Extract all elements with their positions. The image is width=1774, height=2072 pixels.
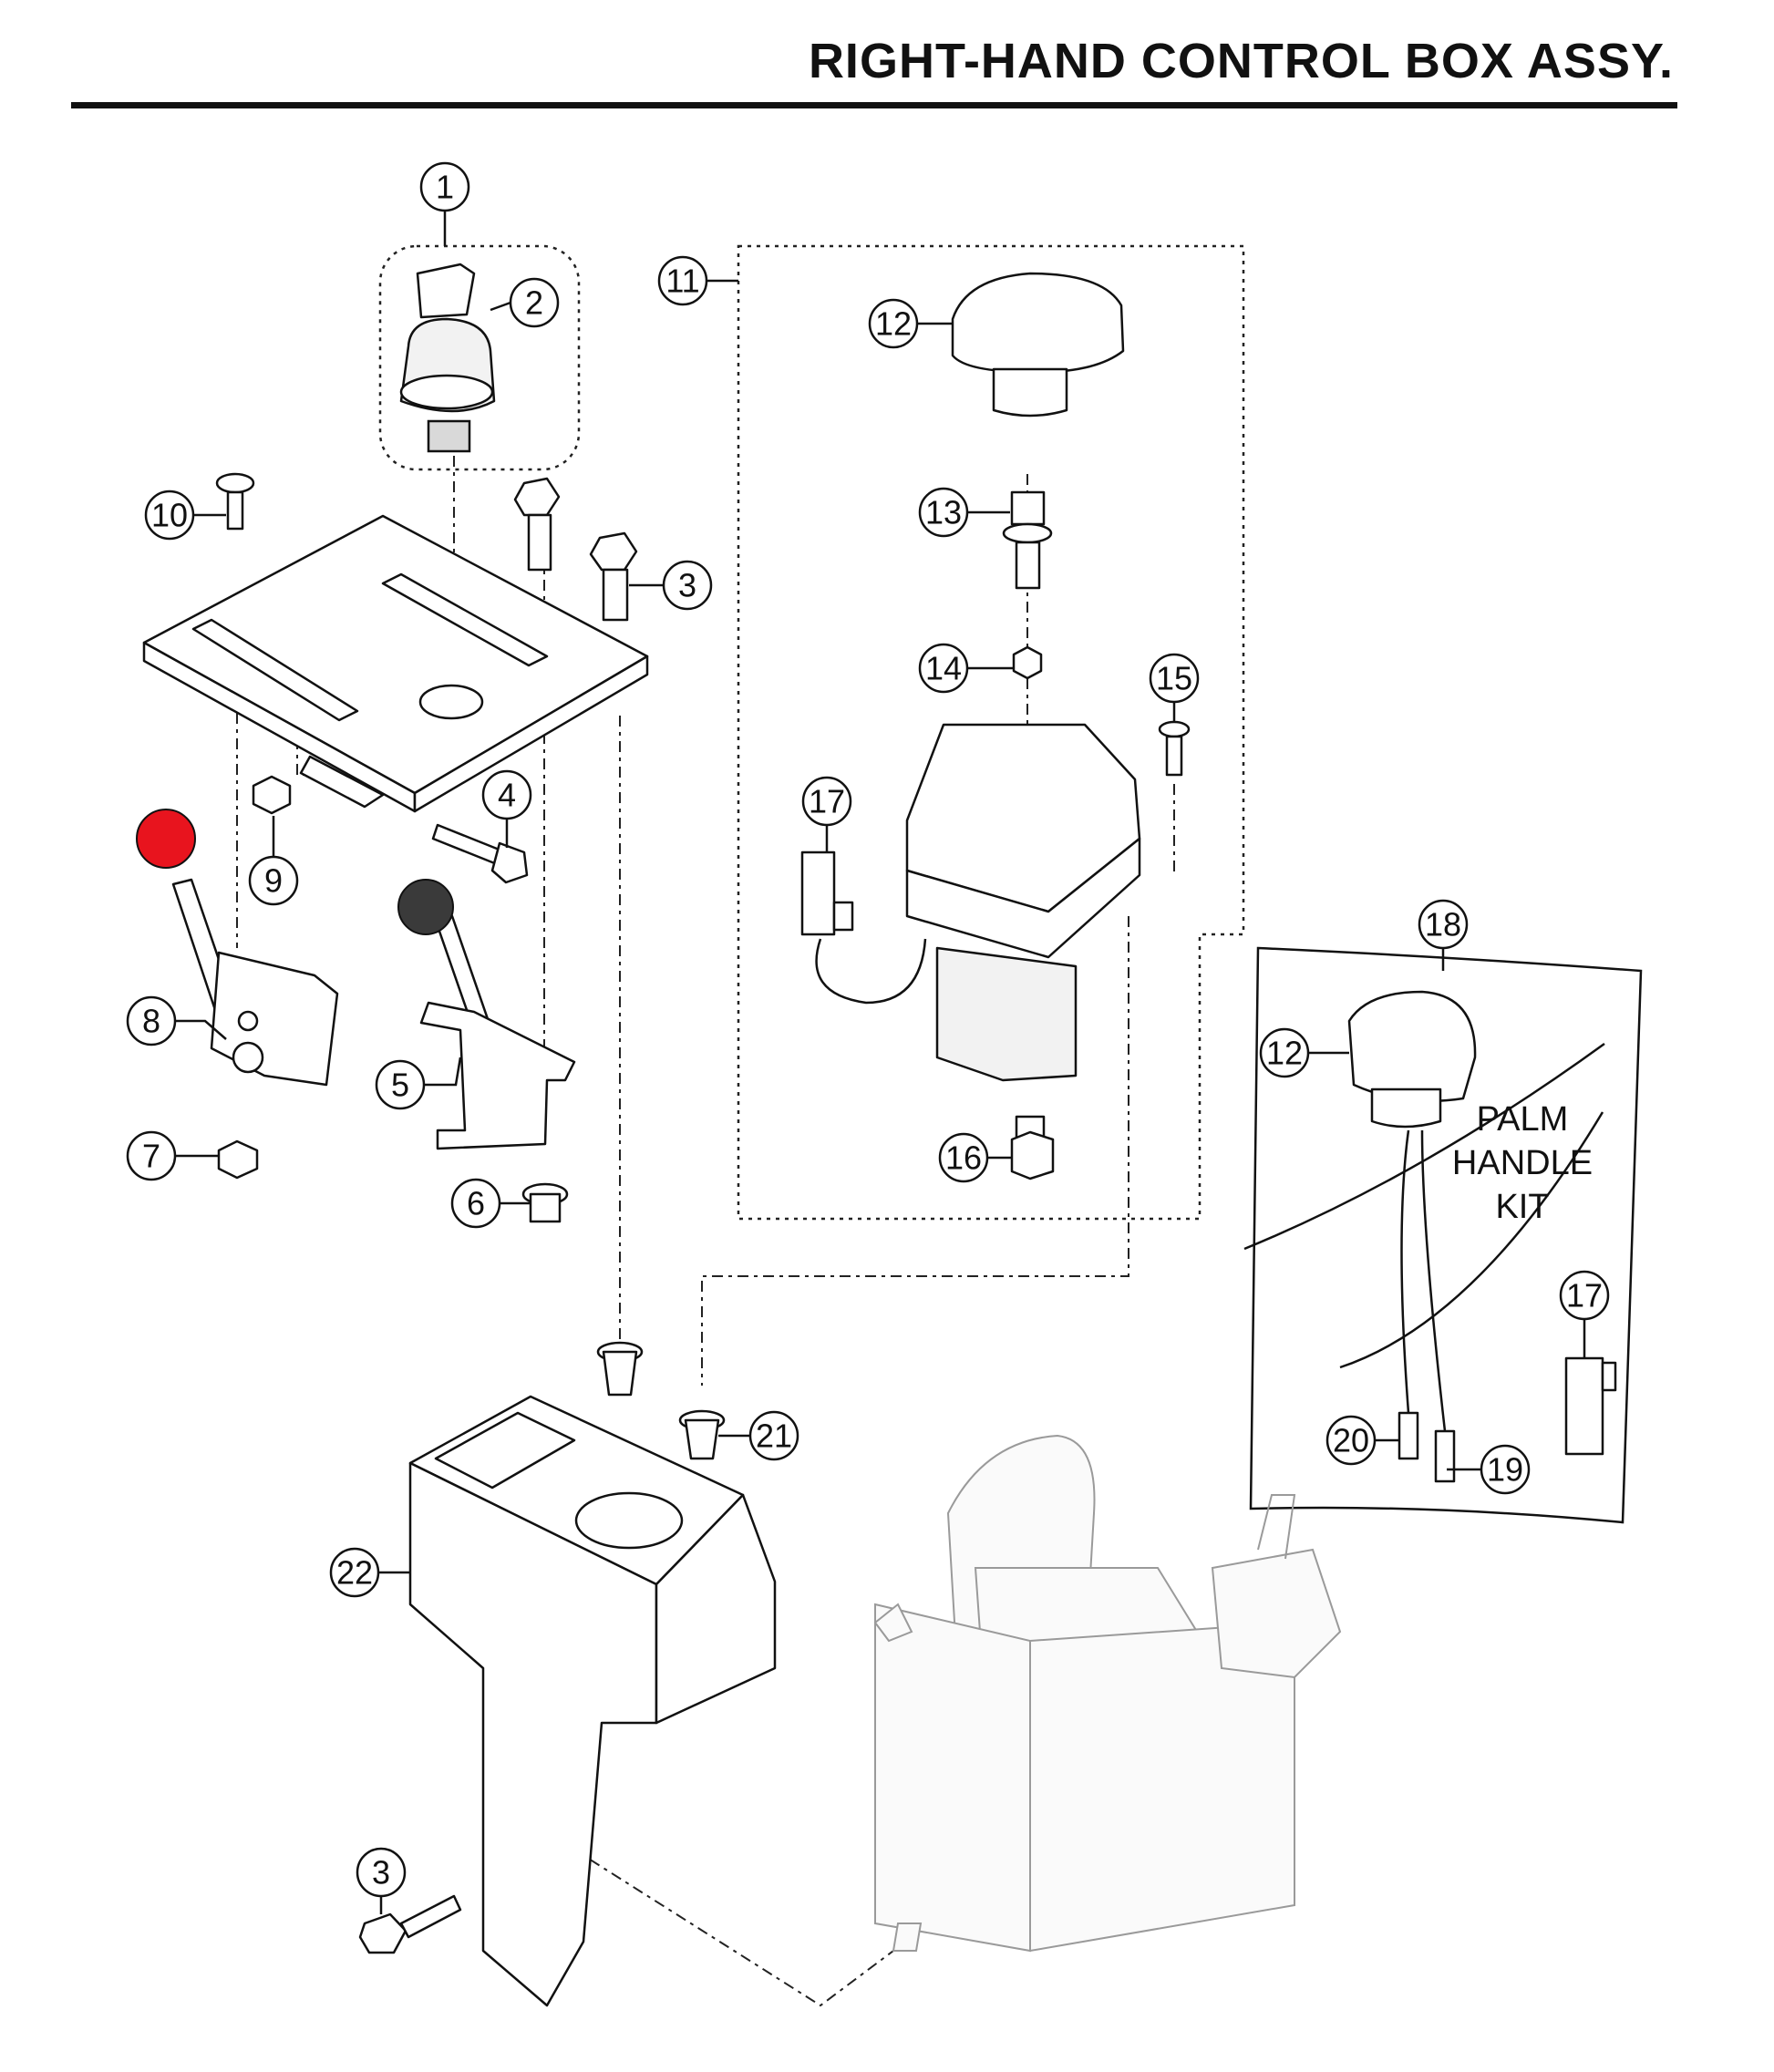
svg-text:12: 12 — [875, 305, 912, 343]
kit-label-line-1: PALM — [1477, 1100, 1569, 1139]
page-title: RIGHT-HAND CONTROL BOX ASSY. — [808, 34, 1674, 88]
grommets-21-part — [596, 1341, 726, 1460]
svg-text:6: 6 — [467, 1185, 485, 1222]
callout-10: 10 — [144, 490, 195, 541]
screw-10-part — [215, 472, 255, 531]
callout-19: 19 — [1480, 1444, 1531, 1495]
svg-text:10: 10 — [151, 497, 188, 534]
callout-14: 14 — [918, 643, 969, 694]
svg-text:18: 18 — [1425, 906, 1461, 943]
svg-text:20: 20 — [1333, 1422, 1369, 1459]
jam-nut-14-part — [1012, 645, 1043, 680]
callout-7: 7 — [126, 1130, 177, 1181]
kit-label-line-3: KIT — [1495, 1188, 1549, 1226]
svg-text:3: 3 — [372, 1854, 390, 1892]
svg-text:17: 17 — [809, 783, 845, 820]
joystick-group-boundary — [737, 244, 1245, 1221]
callout-8: 8 — [126, 995, 177, 1046]
svg-text:22: 22 — [336, 1554, 373, 1592]
svg-text:2: 2 — [525, 284, 543, 322]
connector-17-part — [800, 850, 927, 1005]
callout-18: 18 — [1418, 899, 1469, 950]
callout-5: 5 — [375, 1059, 426, 1110]
svg-text:19: 19 — [1487, 1451, 1523, 1489]
callout-21: 21 — [748, 1410, 799, 1461]
mounting-plate-part — [142, 514, 649, 813]
kit-label-line-2: HANDLE — [1452, 1144, 1593, 1182]
callout-6: 6 — [450, 1178, 501, 1229]
palm-grip-12-part — [951, 272, 1125, 417]
callout-12: 12 — [868, 298, 919, 349]
callout-2: 2 — [509, 277, 560, 328]
adapter-13-part — [1002, 490, 1053, 590]
svg-text:4: 4 — [498, 777, 516, 814]
fitting-16-part — [1010, 1115, 1055, 1180]
bolt-4-part — [431, 823, 529, 884]
wire-terminal-19-part — [1434, 1429, 1456, 1483]
kit-connector-17-part — [1564, 1356, 1617, 1456]
callout-20: 20 — [1325, 1415, 1377, 1466]
nut-9-part — [252, 775, 292, 815]
seat-reference-illustration — [873, 1434, 1342, 1953]
key-switch-group-boundary — [378, 244, 581, 471]
dark-lever-knob — [397, 879, 454, 935]
nut-7-part — [217, 1139, 259, 1180]
callout-3-top: 3 — [662, 560, 713, 611]
svg-text:1: 1 — [436, 169, 454, 206]
svg-text:14: 14 — [925, 650, 962, 687]
lever-assembly-5-part — [419, 914, 576, 1150]
control-box-22-part — [408, 1395, 777, 2007]
kit-palm-grip-part — [1347, 990, 1477, 1432]
svg-text:21: 21 — [756, 1417, 792, 1455]
svg-text:3: 3 — [678, 567, 696, 604]
lever-assembly-8-part — [171, 878, 339, 1087]
callout-3-bottom: 3 — [356, 1847, 407, 1898]
title-rule — [71, 102, 1677, 108]
callout-17: 17 — [801, 776, 852, 827]
svg-text:8: 8 — [142, 1003, 160, 1040]
flange-bolt-bottom-part — [358, 1894, 462, 1954]
flange-nut-6-part — [521, 1182, 569, 1223]
callout-12-kit: 12 — [1259, 1027, 1310, 1078]
svg-text:9: 9 — [264, 862, 283, 900]
svg-text:16: 16 — [945, 1139, 982, 1177]
flange-bolts-top-part — [513, 477, 638, 622]
svg-text:13: 13 — [925, 494, 962, 531]
red-lever-knob — [136, 809, 196, 869]
callout-11: 11 — [657, 255, 708, 306]
screw-15-part — [1158, 720, 1191, 777]
svg-text:7: 7 — [142, 1138, 160, 1175]
svg-text:17: 17 — [1566, 1277, 1603, 1314]
callout-13: 13 — [918, 487, 969, 538]
callout-22: 22 — [329, 1547, 380, 1598]
svg-text:11: 11 — [665, 263, 699, 300]
callout-leaders — [175, 210, 1586, 1914]
joystick-body-part — [905, 723, 1141, 1082]
callout-9: 9 — [248, 855, 299, 906]
svg-text:5: 5 — [391, 1067, 409, 1104]
callout-1: 1 — [419, 161, 470, 212]
callout-4: 4 — [481, 769, 532, 820]
palm-handle-kit-panel — [1249, 946, 1643, 1524]
key-switch-part — [399, 263, 496, 453]
callout-16: 16 — [938, 1132, 989, 1183]
callout-17-kit: 17 — [1559, 1270, 1610, 1321]
svg-text:12: 12 — [1266, 1035, 1303, 1072]
svg-text:15: 15 — [1156, 660, 1192, 697]
callout-15: 15 — [1149, 653, 1200, 704]
wire-terminal-20-part — [1398, 1411, 1419, 1460]
